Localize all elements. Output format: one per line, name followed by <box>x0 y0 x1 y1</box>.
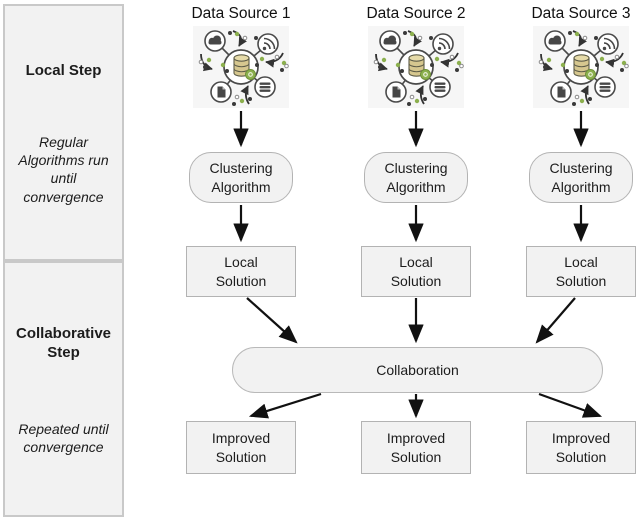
collaboration-label: Collaboration <box>376 362 459 378</box>
improved-solution-label: Improved Solution <box>211 429 271 465</box>
clustering-algorithm-label: Clustering Algorithm <box>384 159 448 195</box>
clustering-algorithm-node: Clustering Algorithm <box>529 152 633 203</box>
sidebar-collaborative-step: Collaborative Step Repeated until conver… <box>3 261 124 517</box>
data-source-label: Data Source 3 <box>531 5 631 22</box>
local-solution-label: Local Solution <box>555 253 607 289</box>
collaboration-node: Collaboration <box>232 347 603 393</box>
data-source-label: Data Source 1 <box>191 5 291 22</box>
improved-solution-node: Improved Solution <box>186 421 296 474</box>
sidebar-local-step: Local Step Regular Algorithms run until … <box>3 4 124 261</box>
data-collection-icon <box>193 26 289 108</box>
local-solution-node: Local Solution <box>186 246 296 297</box>
column-data-source-2: Data Source 2 Clustering Algorithm Local… <box>356 0 476 525</box>
data-collection-icon <box>368 26 464 108</box>
improved-solution-node: Improved Solution <box>361 421 471 474</box>
collaborative-step-subtitle: Repeated until convergence <box>18 421 109 456</box>
column-data-source-3: Data Source 3 Clustering Algorithm Local… <box>521 0 640 525</box>
data-collection-icon <box>533 26 629 108</box>
local-solution-node: Local Solution <box>526 246 636 297</box>
data-source-label: Data Source 2 <box>366 5 466 22</box>
clustering-algorithm-label: Clustering Algorithm <box>549 159 613 195</box>
clustering-algorithm-node: Clustering Algorithm <box>364 152 468 203</box>
clustering-algorithm-node: Clustering Algorithm <box>189 152 293 203</box>
clustering-algorithm-label: Clustering Algorithm <box>209 159 273 195</box>
column-data-source-1: Data Source 1 Clustering Algorithm Local… <box>181 0 301 525</box>
improved-solution-label: Improved Solution <box>551 429 611 465</box>
improved-solution-label: Improved Solution <box>386 429 446 465</box>
improved-solution-node: Improved Solution <box>526 421 636 474</box>
local-step-title: Local Step <box>25 62 102 79</box>
local-solution-node: Local Solution <box>361 246 471 297</box>
collaborative-step-title: Collaborative Step <box>15 325 112 361</box>
local-solution-label: Local Solution <box>215 253 267 289</box>
local-solution-label: Local Solution <box>390 253 442 289</box>
local-step-subtitle: Regular Algorithms run until convergence <box>18 134 109 205</box>
